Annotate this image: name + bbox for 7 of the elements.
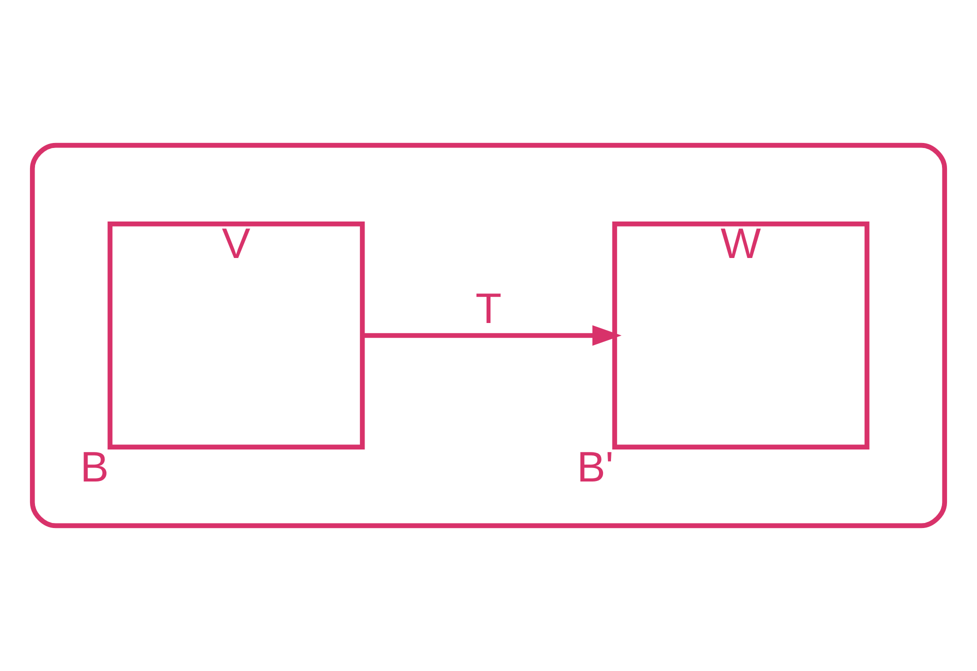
node-box: W	[612, 221, 870, 450]
node-box: V	[108, 221, 365, 450]
edge-label: T	[475, 285, 502, 334]
node-label: B	[80, 443, 109, 492]
cluster	[30, 142, 948, 528]
arrow	[362, 325, 622, 346]
node-label: B'	[576, 443, 614, 492]
